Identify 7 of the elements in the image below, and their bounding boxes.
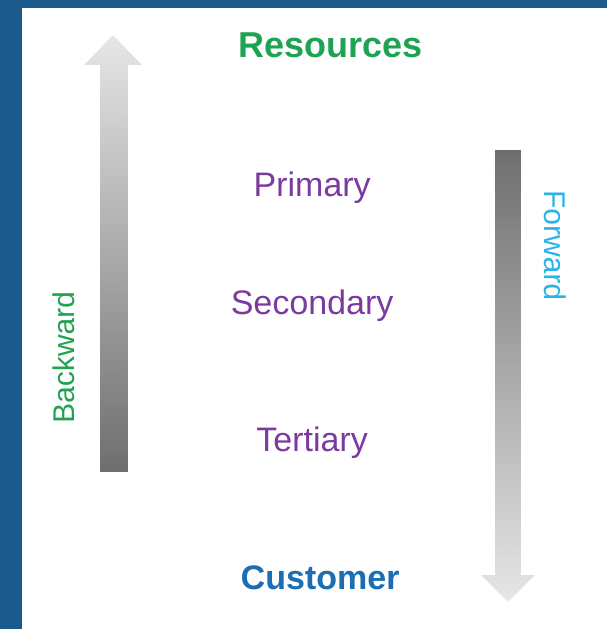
axis-label: Forward	[538, 190, 568, 300]
level-label: Primary	[253, 168, 371, 202]
heading: Resources	[238, 27, 422, 63]
axis-label: Backward	[50, 291, 80, 423]
level-label: Secondary	[230, 286, 394, 320]
heading: Customer	[240, 561, 400, 595]
level-label: Tertiary	[256, 423, 368, 457]
